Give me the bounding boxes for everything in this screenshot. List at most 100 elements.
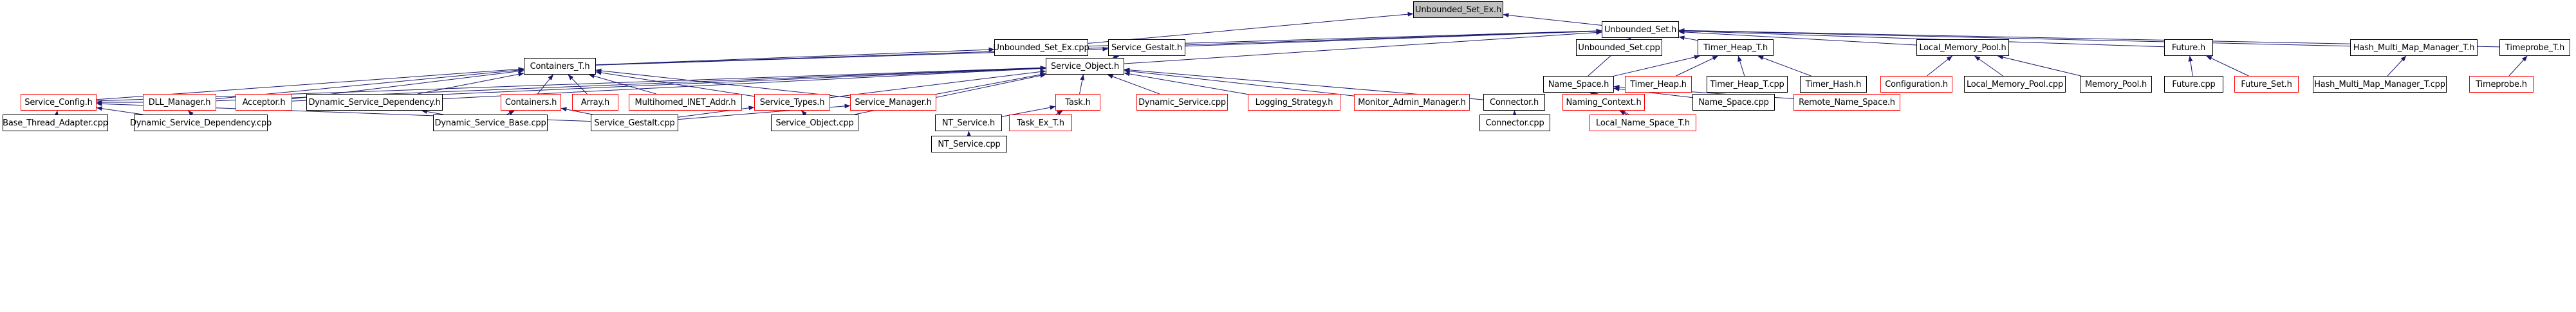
graph-node-naming-context-h[interactable]: Naming_Context.h — [1562, 94, 1645, 111]
graph-edge — [801, 110, 807, 116]
graph-node-service-object-cpp[interactable]: Service_Object.cpp — [771, 115, 858, 131]
graph-node-label: Hash_Multi_Map_Manager_T.h — [2353, 42, 2475, 53]
graph-node-label: Naming_Context.h — [1566, 97, 1642, 107]
graph-node-label: Name_Space.h — [1548, 79, 1609, 89]
graph-node-label: NT_Service.h — [941, 118, 996, 128]
graph-node-timer-heap-h[interactable]: Timer_Heap.h — [1625, 76, 1692, 93]
graph-node-label: Timer_Heap_T.h — [1703, 42, 1768, 53]
graph-node-label: Service_Gestalt.h — [1111, 42, 1183, 53]
graph-node-service-object-h[interactable]: Service_Object.h — [1046, 58, 1124, 75]
graph-node-dynamic-service-dependency-cpp[interactable]: Dynamic_Service_Dependency.cpp — [130, 115, 272, 131]
graph-node-label: Memory_Pool.h — [2084, 79, 2147, 89]
graph-node-connector-h[interactable]: Connector.h — [1483, 94, 1545, 111]
graph-node-timer-heap-t-h[interactable]: Timer_Heap_T.h — [1698, 39, 1774, 56]
graph-edge — [1079, 74, 1085, 95]
graph-node-containers-t-h[interactable]: Containers_T.h — [524, 58, 596, 75]
graph-node-timer-hash-h[interactable]: Timer_Hash.h — [1800, 76, 1867, 93]
graph-node-label: Monitor_Admin_Manager.h — [1358, 97, 1466, 107]
graph-edge — [1678, 30, 1917, 46]
graph-node-label: Service_Object.cpp — [775, 118, 854, 128]
graph-edge — [506, 110, 515, 115]
graph-node-label: Timer_Heap.h — [1630, 79, 1687, 89]
graph-node-service-manager-h[interactable]: Service_Manager.h — [850, 94, 936, 111]
graph-edge — [421, 109, 443, 115]
graph-node-local-name-space-t-h[interactable]: Local_Name_Space_T.h — [1589, 115, 1696, 131]
graph-node-local-memory-pool-cpp[interactable]: Local_Memory_Pool.cpp — [1964, 76, 2066, 93]
graph-node-future-h[interactable]: Future.h — [2164, 39, 2213, 56]
graph-edge — [595, 47, 995, 66]
graph-node-task-ex-t-h[interactable]: Task_Ex_T.h — [1009, 115, 1072, 131]
graph-node-label: Task.h — [1065, 97, 1091, 107]
graph-node-label: Multihomed_INET_Addr.h — [635, 97, 736, 107]
graph-node-label: Containers_T.h — [530, 61, 590, 71]
graph-node-dynamic-service-cpp[interactable]: Dynamic_Service.cpp — [1136, 94, 1228, 111]
graph-node-containers-h[interactable]: Containers.h — [501, 94, 561, 111]
graph-node-future-set-h[interactable]: Future_Set.h — [2234, 76, 2299, 93]
graph-node-timeprobe-h[interactable]: Timeprobe.h — [2469, 76, 2534, 93]
graph-edge — [1678, 35, 1698, 41]
graph-node-label: Logging_Strategy.h — [1255, 97, 1333, 107]
graph-edge — [1927, 55, 1952, 77]
graph-node-service-config-h[interactable]: Service_Config.h — [21, 94, 97, 111]
graph-node-dll-manager-h[interactable]: DLL_Manager.h — [143, 94, 216, 111]
graph-node-hash-multi-map-manager-t-cpp[interactable]: Hash_Multi_Map_Manager_T.cpp — [2313, 76, 2447, 93]
graph-node-label: Unbounded_Set.h — [1604, 24, 1677, 35]
graph-node-label: Service_Config.h — [24, 97, 93, 107]
graph-node-label: Remote_Name_Space.h — [1799, 97, 1895, 107]
graph-node-name-space-h[interactable]: Name_Space.h — [1543, 76, 1614, 93]
graph-edge — [2188, 55, 2193, 77]
graph-node-label: Containers.h — [505, 97, 557, 107]
graph-edge — [537, 74, 553, 95]
graph-node-configuration-h[interactable]: Configuration.h — [1880, 76, 1952, 93]
graph-edge — [188, 110, 194, 116]
graph-node-label: Connector.cpp — [1485, 118, 1544, 128]
graph-node-remote-name-space-h[interactable]: Remote_Name_Space.h — [1793, 94, 1900, 111]
graph-node-unbounded-set-ex-h[interactable]: Unbounded_Set_Ex.h — [1413, 1, 1503, 18]
graph-edge — [2206, 55, 2249, 77]
graph-node-task-h[interactable]: Task.h — [1055, 94, 1100, 111]
graph-node-nt-service-cpp[interactable]: NT_Service.cpp — [931, 136, 1007, 152]
graph-node-base-thread-adapter-cpp[interactable]: Base_Thread_Adapter.cpp — [3, 115, 108, 131]
graph-node-nt-service-h[interactable]: NT_Service.h — [935, 115, 1002, 131]
graph-node-multihomed-inet-addr-h[interactable]: Multihomed_INET_Addr.h — [629, 94, 742, 111]
graph-edge — [561, 107, 593, 115]
graph-node-monitor-admin-manager-h[interactable]: Monitor_Admin_Manager.h — [1354, 94, 1470, 111]
graph-node-label: NT_Service.cpp — [938, 139, 1001, 149]
graph-node-label: Array.h — [580, 97, 610, 107]
graph-node-service-gestalt-cpp[interactable]: Service_Gestalt.cpp — [591, 115, 678, 131]
graph-node-label: Dynamic_Service_Dependency.cpp — [129, 118, 272, 128]
graph-node-acceptor-h[interactable]: Acceptor.h — [236, 94, 292, 111]
graph-node-label: Timeprobe.h — [2476, 79, 2527, 89]
graph-node-unbounded-set-h[interactable]: Unbounded_Set.h — [1602, 21, 1679, 38]
graph-node-logging-strategy-h[interactable]: Logging_Strategy.h — [1248, 94, 1340, 111]
graph-node-dynamic-service-dependency-h[interactable]: Dynamic_Service_Dependency.h — [306, 94, 443, 111]
graph-node-label: Future.cpp — [2172, 79, 2216, 89]
graph-edge — [829, 69, 1046, 98]
graph-edge — [1503, 13, 1602, 26]
graph-edge — [1678, 28, 2165, 48]
graph-edge — [1124, 71, 1248, 95]
graph-node-future-cpp[interactable]: Future.cpp — [2164, 76, 2223, 93]
graph-node-connector-cpp[interactable]: Connector.cpp — [1479, 115, 1550, 131]
graph-node-hash-multi-map-manager-t-h[interactable]: Hash_Multi_Map_Manager_T.h — [2350, 39, 2478, 56]
graph-node-name-space-cpp[interactable]: Name_Space.cpp — [1692, 94, 1775, 111]
graph-node-unbounded-set-ex-cpp[interactable]: Unbounded_Set_Ex.cpp — [994, 39, 1089, 56]
graph-node-timer-heap-t-cpp[interactable]: Timer_Heap_T.cpp — [1707, 76, 1788, 93]
graph-node-timeprobe-t-h[interactable]: Timeprobe_T.h — [2499, 39, 2570, 56]
graph-node-label: Connector.h — [1489, 97, 1539, 107]
graph-node-label: Configuration.h — [1885, 79, 1948, 89]
graph-node-service-types-h[interactable]: Service_Types.h — [754, 94, 830, 111]
graph-edge — [1737, 55, 1745, 77]
graph-edge — [595, 28, 1602, 66]
graph-node-label: Local_Memory_Pool.cpp — [1966, 79, 2064, 89]
graph-node-label: Task_Ex_T.h — [1017, 118, 1064, 128]
graph-node-dynamic-service-base-cpp[interactable]: Dynamic_Service_Base.cpp — [433, 115, 548, 131]
graph-edge — [1619, 110, 1627, 116]
graph-node-local-memory-pool-h[interactable]: Local_Memory_Pool.h — [1916, 39, 2009, 56]
graph-node-memory-pool-h[interactable]: Memory_Pool.h — [2080, 76, 2152, 93]
graph-node-array-h[interactable]: Array.h — [572, 94, 618, 111]
graph-node-unbounded-set-cpp[interactable]: Unbounded_Set.cpp — [1576, 39, 1662, 56]
graph-node-label: Timer_Hash.h — [1805, 79, 1862, 89]
graph-node-service-gestalt-h[interactable]: Service_Gestalt.h — [1108, 39, 1185, 56]
